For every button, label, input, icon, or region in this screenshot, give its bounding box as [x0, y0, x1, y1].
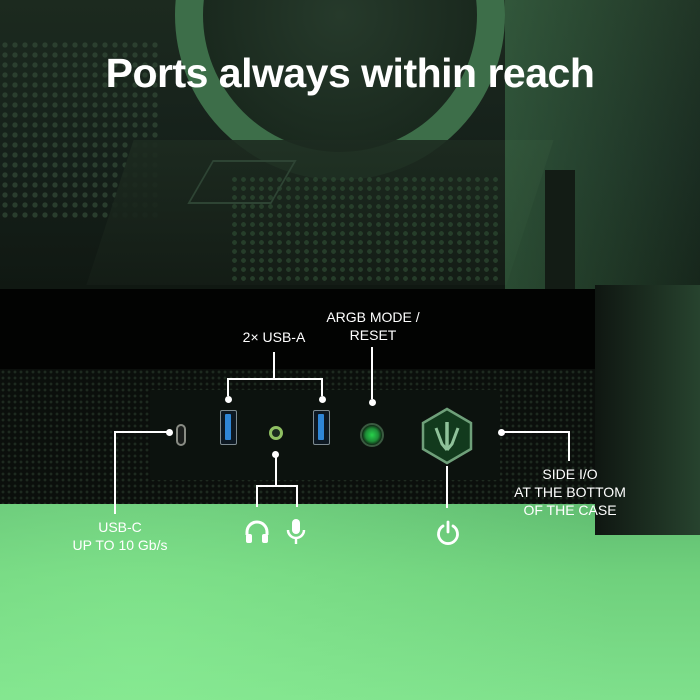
usb-c-label: USB-C UP TO 10 Gb/s — [60, 518, 180, 554]
usb-a-line-right — [321, 378, 323, 396]
side-io-label-line3: OF THE CASE — [523, 502, 617, 518]
case-rail — [545, 170, 575, 290]
argb-label-line2: RESET — [349, 327, 397, 343]
usb-a-line-left — [227, 378, 229, 396]
usb-a-line-bar — [227, 378, 323, 380]
side-io-line-horizontal — [503, 431, 570, 433]
brand-logo-icon — [434, 422, 460, 451]
usb-c-label-line1: USB-C — [98, 519, 142, 535]
audio-dot — [272, 451, 279, 458]
argb-label: ARGB MODE / RESET — [318, 308, 428, 344]
usb-a-port-right — [313, 410, 330, 445]
side-io-label-line2: AT THE BOTTOM — [514, 484, 626, 500]
headphones-icon — [245, 520, 269, 543]
power-line — [446, 466, 448, 508]
side-io-dot — [498, 429, 505, 436]
usb-a-dot-left — [225, 396, 232, 403]
power-button[interactable] — [417, 406, 477, 466]
audio-line-right — [296, 485, 298, 507]
argb-label-line1: ARGB MODE / — [326, 309, 420, 325]
case-side-edge — [595, 285, 700, 535]
audio-line-stem — [275, 456, 277, 486]
usb-c-label-line2: UP TO 10 Gb/s — [72, 537, 168, 553]
side-io-label: SIDE I/O AT THE BOTTOM OF THE CASE — [500, 465, 640, 519]
usb-a-line-stem — [273, 352, 275, 379]
audio-line-bar — [256, 485, 298, 487]
microphone-icon — [286, 519, 306, 544]
usb-c-line-vertical — [114, 431, 116, 514]
argb-dot — [369, 399, 376, 406]
audio-line-left — [256, 485, 258, 507]
audio-jack — [269, 426, 283, 440]
headline: Ports always within reach — [105, 50, 595, 96]
usb-a-dot-right — [319, 396, 326, 403]
argb-reset-button[interactable] — [360, 423, 384, 447]
side-io-line-vertical — [568, 431, 570, 461]
side-io-label-line1: SIDE I/O — [542, 466, 598, 482]
power-icon — [437, 520, 459, 545]
argb-line — [371, 347, 373, 399]
mesh-panel-middle — [230, 175, 500, 285]
glass-side-panel — [505, 0, 700, 290]
usb-a-label: 2× USB-A — [242, 329, 306, 345]
usb-a-port-left — [220, 410, 237, 445]
usb-c-port — [176, 424, 186, 446]
front-top-band — [0, 289, 600, 369]
usb-c-line-horizontal — [114, 431, 170, 433]
